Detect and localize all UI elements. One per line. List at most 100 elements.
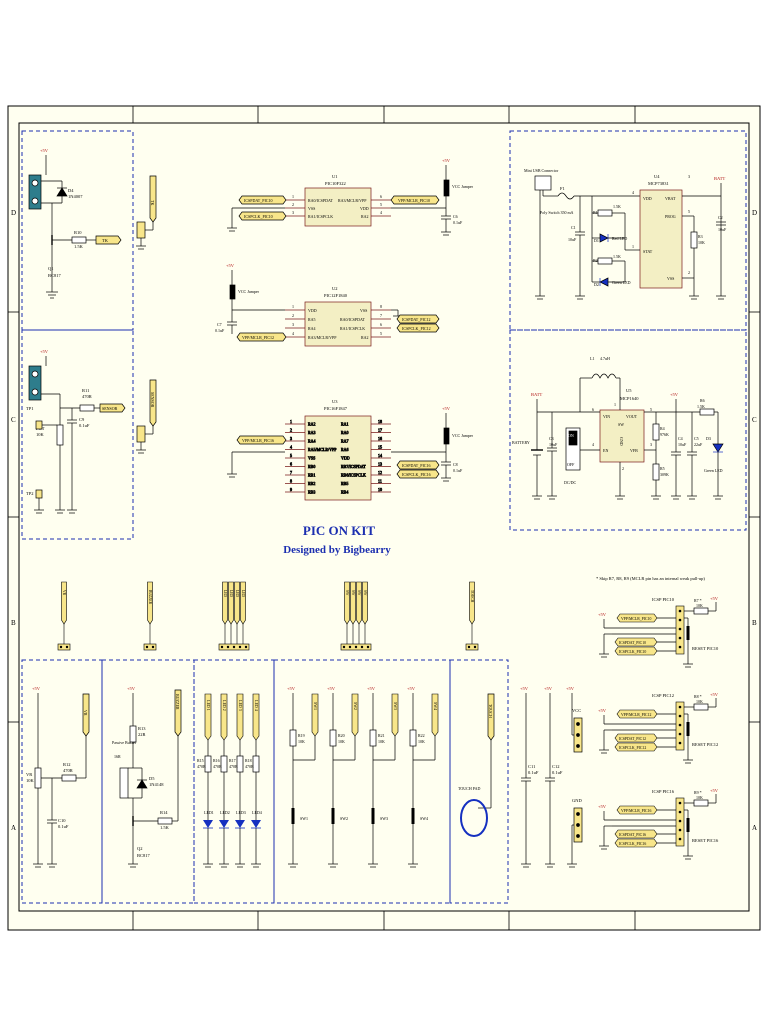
d4-ref: D4: [68, 188, 74, 193]
u2-block: U2 PIC12F1840 VDD RA5 RA4 RA3/MCLR/VPP V…: [215, 263, 440, 347]
title-sub: Designed by Bigbearry: [283, 544, 391, 556]
r1-ref: R1: [593, 210, 598, 215]
vr-block: +5V VR 10K R12 470R VR C10 0.1uF: [26, 686, 90, 868]
icsp-pullup-resistor: [693, 703, 709, 711]
icsp-resistor-ref: R7 *: [694, 598, 702, 603]
led-net-flag: [236, 693, 244, 741]
io-net-flag: [344, 581, 350, 625]
icsp-reset-label: RESET PIC16: [692, 838, 719, 843]
u1-rpin-1: VDD: [360, 206, 369, 211]
c2-ref: C2: [718, 215, 723, 220]
l1-ref: L1: [590, 356, 594, 361]
icsp-pullup-resistor: [693, 799, 709, 807]
r11-val: 470R: [82, 394, 92, 399]
u2-vcc-label: +5V: [226, 263, 235, 268]
row-label-d-right: D: [752, 209, 757, 217]
icsp-header-pin: [678, 636, 682, 640]
buzzer-val: 16R: [114, 754, 121, 759]
u1-part: PIC10F322: [325, 181, 346, 186]
u3-clk-flag: [396, 469, 440, 479]
d4-diode: [56, 187, 68, 197]
led-net-flag: [220, 693, 228, 741]
buzzer-part: [119, 767, 129, 799]
u1-rpin-2: RA2: [361, 214, 369, 219]
u2-clk-flag: [396, 323, 440, 333]
r6-val: 1.5K: [697, 404, 705, 409]
c10-ref: C10: [58, 818, 66, 823]
sw-resistor-val: 10K: [338, 739, 345, 744]
u1-dat-flag: [238, 195, 287, 205]
io-header-pin: [348, 645, 352, 649]
io-header-pin: [238, 645, 242, 649]
touch-block: TOUCH TOUCH PAD: [458, 693, 495, 837]
icsp-dat-flag: [614, 733, 658, 743]
c5-ref: C5: [694, 436, 699, 441]
u5-pin-vin: VIN: [603, 414, 610, 419]
sw-ref: SW2: [340, 816, 348, 821]
c3-ref: C3: [549, 436, 554, 441]
u3-left-pin-number: 7: [290, 470, 292, 475]
r10-val: 1.5K: [74, 244, 84, 249]
u3-right-pin-label: RA7: [341, 439, 349, 444]
u3-right-pin-label: RB4: [341, 490, 348, 495]
sw-net-label: SW4: [433, 702, 438, 710]
u3-left-pin-label: RB1: [308, 473, 315, 478]
sensor-net-flag: [99, 403, 126, 413]
sw-resistor: [329, 729, 337, 747]
u1-dat-label: ICSPDAT_PIC10: [244, 198, 272, 203]
sw-resistor-val: 10K: [298, 739, 305, 744]
u3-vpp-flag: [236, 435, 287, 445]
tp2-point: [35, 489, 43, 499]
block-frames: [21, 130, 747, 904]
icsp-dat-flag: [614, 637, 658, 647]
io-net-flag: [147, 581, 153, 625]
row-label-d: D: [11, 209, 16, 217]
r11-ref: R11: [82, 388, 89, 393]
u3-left-pin-label: RA2: [308, 422, 316, 427]
vr-pot: [34, 767, 42, 789]
u4-chip: [639, 189, 683, 289]
io-net-flag: [350, 581, 356, 625]
icsp-clk-label: ICSPCLK_PIC10: [619, 650, 646, 654]
icsp-reset-button: [686, 626, 690, 640]
led-resistor-ref: R15: [197, 758, 204, 763]
u2-lpin-2: RA4: [308, 326, 316, 331]
c12-ref: C12: [552, 764, 560, 769]
sw-ref: SW3: [380, 816, 388, 821]
d1-ref: D1: [594, 238, 599, 243]
u3-right-pin-label: RB5: [341, 481, 348, 486]
icsp-resistor-val: 10K: [696, 795, 703, 800]
io-net-label: SW: [363, 590, 367, 596]
io-net-flag: [228, 581, 234, 625]
u2-rnum-3: 5: [380, 331, 382, 336]
sw-ref: SW1: [300, 816, 308, 821]
c9-ref: C9: [79, 417, 85, 422]
io-header-pin: [342, 645, 346, 649]
u1-lnum-1: 2: [292, 202, 294, 207]
u3-left-pin-number: 8: [290, 479, 292, 484]
icsp-header-name: ICSP PIC12: [652, 693, 674, 698]
u1-lpin-0: RA0/ICSPDAT: [308, 198, 333, 203]
u2-rpin-2: RA1/ICSPCLK: [340, 326, 365, 331]
d2-ref: D2: [594, 282, 599, 287]
c8-val: 0.1uF: [453, 468, 463, 473]
u3-jumper-label: VCC Jumper: [452, 433, 474, 438]
icsp-reset-button: [686, 818, 690, 832]
led-resistor-val: 470R: [213, 764, 222, 769]
io-net-label: LED: [235, 590, 239, 597]
icsp-clk-label: ICSPCLK_PIC16: [619, 842, 646, 846]
u3-left-pin-number: 3: [290, 436, 292, 441]
d3-ref: D3: [706, 436, 711, 441]
u2-lnum-1: 2: [292, 313, 294, 318]
io-net-label: LED: [241, 590, 245, 597]
sensor-block: +5V R11 470R SENSOR POT 10K C9 0.1uF TP1…: [26, 349, 157, 514]
c4-ref: C4: [678, 436, 683, 441]
buzzer-block: +5V R13 22R Passive Buzzer 16R D5 1N4148…: [112, 686, 182, 868]
c5-val: 22uF: [694, 442, 703, 447]
u1-jumper: [443, 179, 450, 197]
u3-part: PIC16F1847: [324, 406, 348, 411]
sw-vcc-label: +5V: [287, 686, 296, 691]
icsp-header-pin: [678, 837, 682, 841]
u3-left-pin-number: 1: [290, 419, 292, 424]
icsp-vcc-label: +5V: [598, 708, 607, 713]
